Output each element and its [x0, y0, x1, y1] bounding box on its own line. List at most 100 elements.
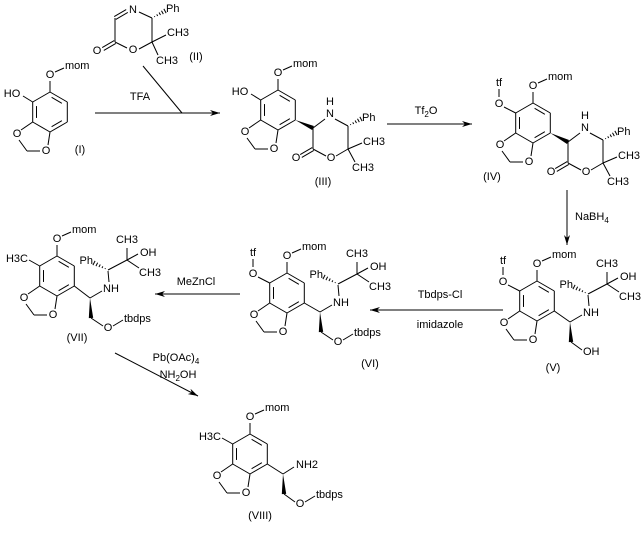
methyl-group: CH3	[352, 162, 374, 174]
bond	[89, 290, 103, 299]
oxygen-atom: O	[250, 309, 259, 321]
oxygen-atom: O	[104, 322, 113, 334]
bond	[115, 11, 129, 20]
oxygen-atom: O	[533, 258, 542, 270]
bond	[612, 132, 615, 137]
bond	[519, 280, 538, 292]
bond	[22, 95, 33, 103]
bond	[218, 481, 228, 494]
bond	[156, 14, 159, 17]
bond	[221, 437, 233, 445]
triflyl-group: tf	[250, 247, 257, 259]
bond	[58, 284, 70, 292]
bond	[352, 122, 355, 125]
mom-group: mom	[65, 60, 89, 72]
bond	[58, 260, 70, 268]
bond	[567, 162, 582, 171]
bond	[54, 295, 58, 310]
bond	[536, 310, 555, 322]
bond	[126, 253, 139, 261]
bond	[286, 302, 305, 314]
bond	[113, 9, 127, 18]
mom-group: mom	[72, 224, 96, 236]
reagent-tfa: TFA	[130, 91, 151, 103]
bond	[257, 276, 270, 284]
methyl-group: CH3	[139, 267, 161, 279]
arrow-VII-to-VIII	[114, 352, 199, 397]
bond	[288, 301, 300, 309]
bond	[282, 65, 293, 71]
bond	[578, 288, 581, 292]
oxygen-atom: O	[495, 98, 504, 110]
methyl-group: CH3	[363, 136, 385, 148]
oxygen-atom: O	[296, 498, 305, 510]
bond	[138, 41, 153, 50]
bond	[275, 129, 279, 144]
bond	[301, 149, 315, 158]
bond	[151, 34, 167, 43]
bond	[254, 409, 265, 415]
bond	[73, 285, 91, 299]
bond	[28, 259, 40, 267]
bond	[347, 148, 356, 163]
triflyl-group: tf	[496, 77, 503, 89]
bond	[357, 118, 360, 123]
hydroxyl-group: OH	[583, 346, 600, 358]
bond	[161, 10, 164, 15]
bond	[260, 89, 279, 101]
bond	[92, 260, 96, 266]
reagent-meznc l: MeZnCl	[177, 276, 216, 288]
bond	[260, 119, 279, 131]
bond	[554, 310, 571, 323]
bond	[532, 102, 551, 114]
bond	[304, 495, 316, 503]
phenyl-group: Ph	[362, 112, 375, 124]
bond	[536, 280, 555, 292]
hydroxyl-group: OH	[140, 247, 157, 259]
bond	[138, 11, 153, 19]
bond	[277, 89, 296, 101]
phenyl-group: Ph	[560, 279, 573, 291]
bond	[515, 132, 534, 144]
bond	[534, 320, 538, 335]
bond	[283, 493, 296, 503]
arrow-II-feed	[142, 65, 183, 114]
bond	[590, 162, 604, 171]
oxygen-atom: O	[327, 152, 336, 164]
bond	[606, 277, 619, 285]
bond	[519, 310, 538, 322]
tbdps-group: tbdps	[354, 327, 381, 339]
bond	[49, 121, 68, 133]
bond	[126, 259, 140, 269]
amine-group: NH2	[296, 459, 318, 471]
bond	[587, 283, 608, 295]
oxygen-atom: O	[334, 336, 343, 348]
bond	[39, 285, 58, 297]
bond	[507, 284, 520, 292]
bond	[299, 147, 313, 156]
phenyl-group: Ph	[310, 269, 323, 281]
bond	[114, 41, 128, 49]
bond	[107, 270, 110, 283]
bond	[334, 118, 349, 127]
bond	[312, 148, 327, 157]
methyl-group: CH3	[369, 281, 391, 293]
nitrogen-atom: N	[581, 122, 589, 134]
bond	[20, 121, 33, 131]
mom-group: mom	[548, 71, 572, 83]
bond	[32, 91, 51, 103]
reagent-nabh4: NaBH4	[575, 211, 609, 225]
bond	[356, 273, 370, 283]
bond	[246, 137, 256, 150]
oxygen-atom: O	[213, 470, 222, 482]
oxygen-atom: O	[499, 276, 508, 288]
bond	[505, 328, 515, 341]
bond	[325, 276, 329, 281]
mom-group: mom	[265, 402, 289, 414]
